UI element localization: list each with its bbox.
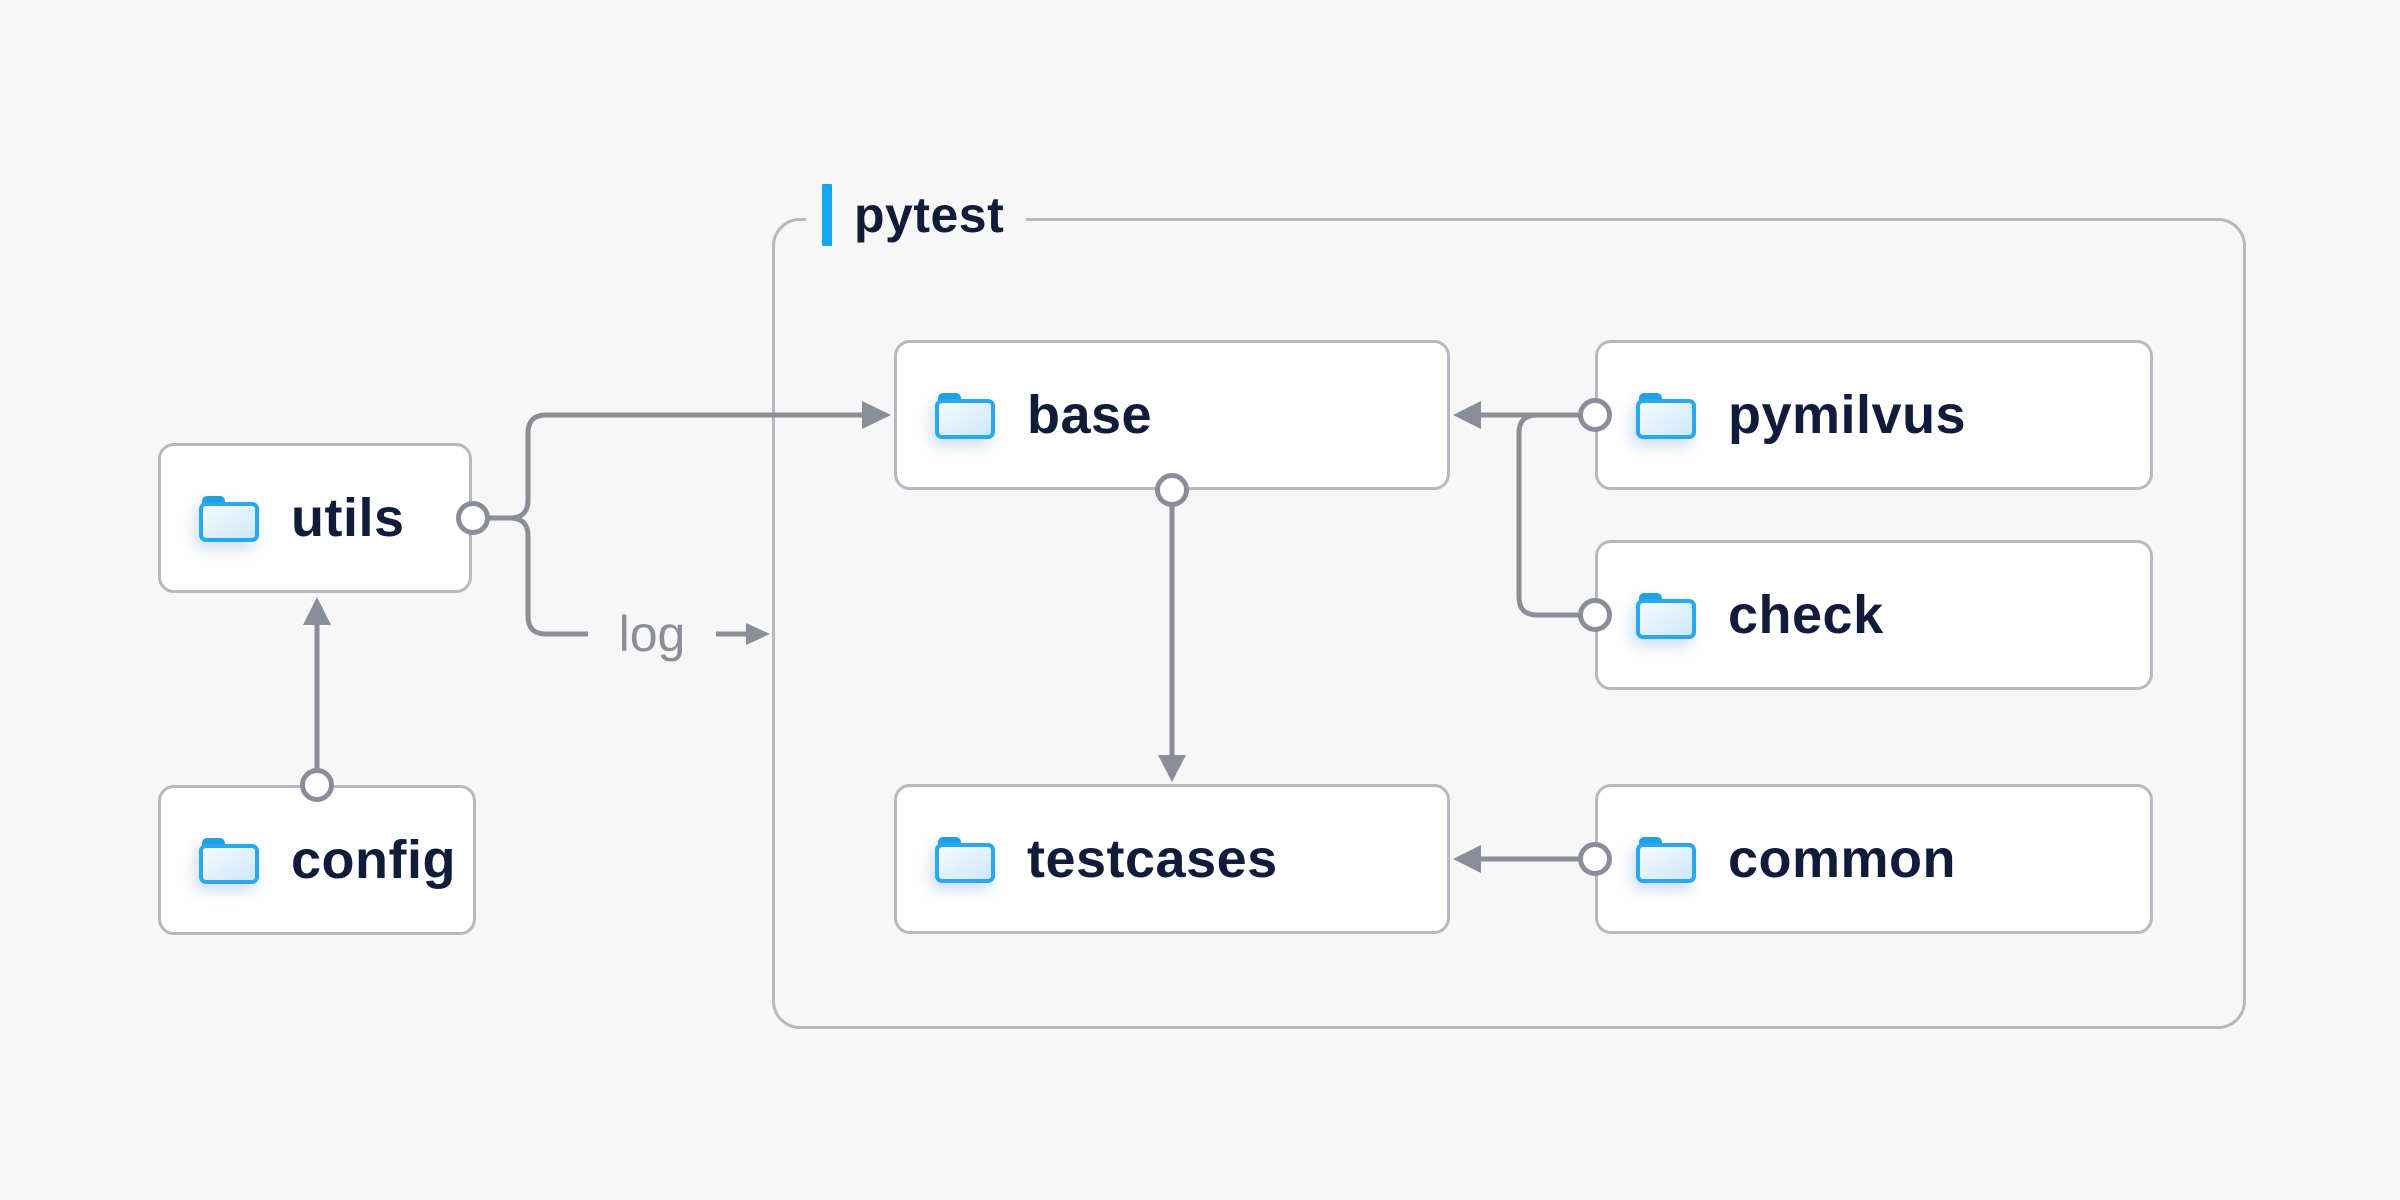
folder-icon	[1636, 393, 1696, 439]
node-label: utils	[291, 488, 405, 548]
edge-label-log: log	[618, 606, 686, 662]
edge-config-utils	[303, 597, 331, 769]
container-title: pytest	[854, 187, 1005, 243]
accent-bar	[822, 184, 832, 246]
folder-icon	[935, 393, 995, 439]
node-pymilvus: pymilvus	[1595, 340, 2153, 490]
node-check: check	[1595, 540, 2153, 690]
node-label: testcases	[1027, 829, 1278, 889]
node-base: base	[894, 340, 1450, 490]
node-utils: utils	[158, 443, 472, 593]
folder-icon	[199, 838, 259, 884]
folder-icon	[1636, 593, 1696, 639]
folder-icon	[1636, 837, 1696, 883]
pytest-container-label: pytest	[806, 181, 1027, 249]
node-label: config	[291, 830, 456, 890]
node-label: common	[1728, 829, 1957, 889]
node-label: pymilvus	[1728, 385, 1967, 445]
node-testcases: testcases	[894, 784, 1450, 934]
folder-icon	[199, 496, 259, 542]
node-config: config	[158, 785, 476, 935]
node-label: check	[1728, 585, 1884, 645]
node-common: common	[1595, 784, 2153, 934]
folder-icon	[935, 837, 995, 883]
pytest-container	[772, 218, 2246, 1029]
node-label: base	[1027, 385, 1153, 445]
